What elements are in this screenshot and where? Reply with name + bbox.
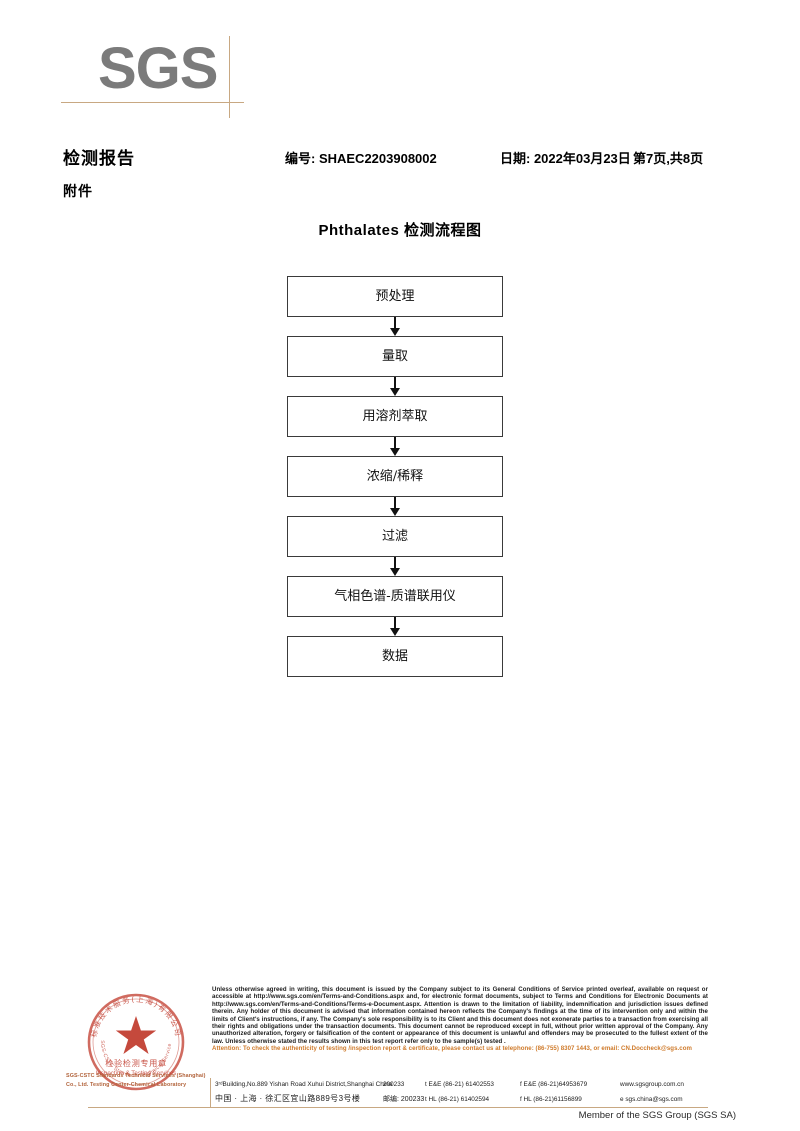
flow-step-label: 用溶剂萃取 <box>362 409 428 424</box>
fax-ee: f E&E (86-21)64953679 <box>520 1081 588 1088</box>
fax-hl: f HL (86-21)61156899 <box>520 1096 582 1103</box>
attention-notice: Attention: To check the authenticity of … <box>212 1045 692 1053</box>
logo-vertical-rule <box>229 36 230 118</box>
zip-cn-label: 邮编: <box>383 1096 399 1103</box>
zip-cn: 邮编: 200233 <box>383 1093 425 1107</box>
page-title: 检测报告 <box>63 149 135 168</box>
zip-cn-value: 200233 <box>400 1096 425 1103</box>
legal-disclaimer: Unless otherwise agreed in writing, this… <box>212 986 708 1053</box>
flow-step-label: 过滤 <box>381 529 408 544</box>
footer-vertical-divider <box>210 1078 211 1108</box>
report-number: 编号: SHAEC2203908002 <box>285 151 437 166</box>
flow-step-label: 浓缩/稀释 <box>366 469 424 484</box>
official-seal-stamp: 标准技术服务(上海)有限公司 SGS-CSTC Standards Techni… <box>82 988 190 1096</box>
svg-text:Inspection & Testing Services: Inspection & Testing Services <box>96 1070 177 1077</box>
telephone-ee: t E&E (86-21) 61402553 <box>425 1081 494 1088</box>
website-link[interactable]: www.sgsgroup.com.cn <box>620 1081 684 1088</box>
address-en: 3ʳᵈBuilding,No.889 Yishan Road Xuhui Dis… <box>215 1081 393 1088</box>
footer-horizontal-rule <box>88 1107 708 1108</box>
address-row-en: 3ʳᵈBuilding,No.889 Yishan Road Xuhui Dis… <box>215 1078 710 1092</box>
flow-step-label: 预处理 <box>375 289 415 304</box>
sgs-logo-text: SGS <box>98 36 218 101</box>
address-row-cn: 中国 · 上海 · 徐汇区宜山路889号3号楼 邮编: 200233 t HL … <box>215 1092 710 1106</box>
flow-arrow-icon <box>287 437 503 456</box>
logo-horizontal-rule <box>61 102 244 103</box>
zip-en: 200233 <box>383 1081 405 1088</box>
flow-step-pretreatment: 预处理 <box>287 276 503 317</box>
flow-step-filtration: 过滤 <box>287 516 503 557</box>
flow-arrow-icon <box>287 377 503 396</box>
sgs-logo: SGS <box>61 36 248 118</box>
address-cn: 中国 · 上海 · 徐汇区宜山路889号3号楼 <box>215 1094 361 1103</box>
flow-step-label: 数据 <box>381 649 408 664</box>
flow-arrow-icon <box>287 557 503 576</box>
attachment-label: 附件 <box>63 183 93 199</box>
flow-step-solvent-extraction: 用溶剂萃取 <box>287 396 503 437</box>
flow-arrow-icon <box>287 617 503 636</box>
report-date: 日期: 2022年03月23日 <box>500 151 631 166</box>
stamp-caption: SGS-CSTC Standards Technical Services (S… <box>66 1073 206 1088</box>
sgs-group-member-line: Member of the SGS Group (SGS SA) <box>578 1110 736 1121</box>
flow-step-concentrate-dilute: 浓缩/稀释 <box>287 456 503 497</box>
flow-step-measure: 量取 <box>287 336 503 377</box>
flowchart: 预处理 量取 用溶剂萃取 浓缩/稀释 过滤 气相色谱-质谱联用仪 数据 <box>287 276 503 677</box>
flow-step-label: 气相色谱-质谱联用仪 <box>334 589 456 604</box>
page-number: 第7页,共8页 <box>633 151 704 166</box>
email-link[interactable]: e sgs.china@sgs.com <box>620 1096 683 1103</box>
flow-step-gcms: 气相色谱-质谱联用仪 <box>287 576 503 617</box>
flow-arrow-icon <box>287 317 503 336</box>
flow-arrow-icon <box>287 497 503 516</box>
svg-text:检验检测专用章: 检验检测专用章 <box>105 1058 167 1068</box>
flow-step-label: 量取 <box>381 349 408 364</box>
telephone-hl: t HL (86-21) 61402594 <box>425 1096 490 1103</box>
flowchart-title: Phthalates 检测流程图 <box>318 222 482 239</box>
flow-step-data: 数据 <box>287 636 503 677</box>
legal-body-text: Unless otherwise agreed in writing, this… <box>212 986 708 1045</box>
company-address-block: 3ʳᵈBuilding,No.889 Yishan Road Xuhui Dis… <box>215 1078 710 1106</box>
